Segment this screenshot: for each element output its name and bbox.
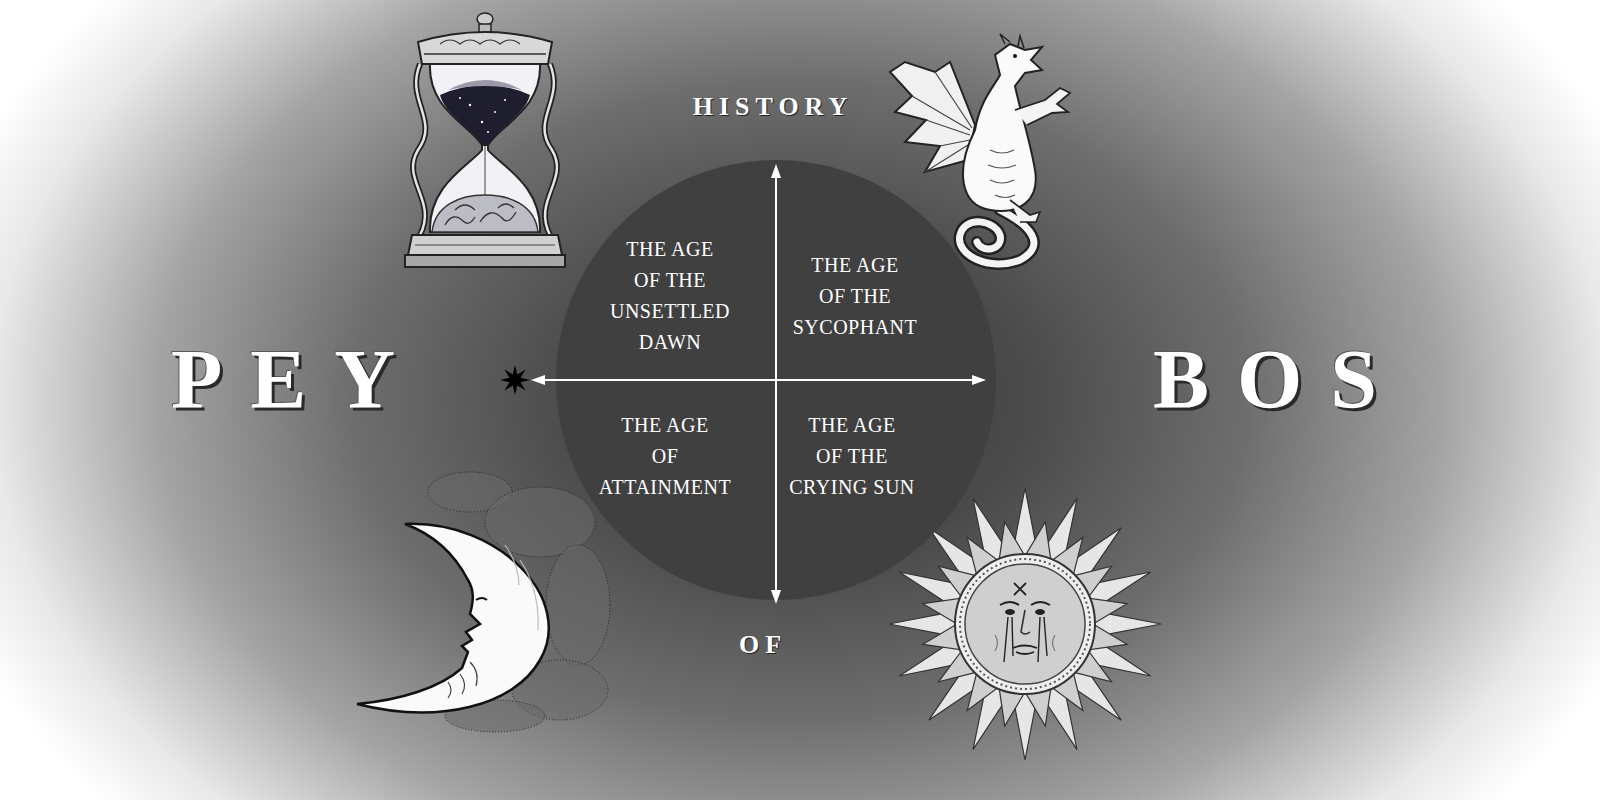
moon-illustration-part: [546, 545, 610, 665]
hourglass-illustration-part: [405, 255, 565, 267]
hourglass-illustration-part: [413, 64, 425, 235]
dragon-illustration-part: [912, 72, 972, 172]
age-label: THE AGE OF ATTAINMENT: [599, 410, 731, 503]
ages-circle: THE AGE OF THE UNSETTLED DAWNTHE AGE OF …: [556, 160, 996, 600]
hourglass-illustration-part: [504, 99, 506, 101]
hourglass-illustration-part: [487, 131, 489, 133]
arrowhead: [531, 375, 545, 385]
title-word: OF: [733, 630, 787, 660]
sun-illustration-part: [1013, 646, 1037, 655]
sun-rays: [923, 522, 1127, 726]
text-line: THE AGE: [599, 410, 731, 441]
hourglass-illustration-part: [481, 121, 483, 123]
moon-illustration-part: [476, 598, 487, 600]
hourglass-illustration-part: [430, 64, 540, 232]
sun-illustration-part: [995, 635, 1055, 651]
arrowhead: [771, 590, 781, 604]
dragon-illustration-part: [1015, 88, 1070, 125]
sun-illustration-part: [1000, 602, 1050, 605]
dragon-illustration-part: [963, 44, 1042, 211]
age-label: THE AGE OF THE CRYING SUN: [789, 410, 915, 503]
horizontal-axis: [539, 379, 978, 381]
sun-illustration-part: [1035, 609, 1045, 615]
hourglass-illustration-part: [440, 85, 530, 146]
hourglass-illustration-part: [424, 53, 546, 55]
sun-illustration-part: [960, 559, 1090, 689]
moon-illustration-part: [448, 662, 477, 698]
dragon-illustration-part: [988, 150, 1016, 198]
text-line: THE AGE: [789, 410, 915, 441]
side-word: BOS: [1125, 334, 1405, 426]
age-label: THE AGE OF THE UNSETTLED DAWN: [610, 234, 730, 358]
text-line: THE AGE: [610, 234, 730, 265]
hourglass-illustration-part: [494, 111, 496, 113]
sun-illustration-part: [955, 554, 1095, 694]
star-symbol: [500, 365, 530, 395]
text-line: SYCOPHANT: [793, 312, 918, 343]
text-line: OF THE: [610, 265, 730, 296]
text-line: OF THE: [793, 281, 918, 312]
dragon-illustration-part: [890, 62, 975, 172]
vertical-axis: [775, 172, 777, 596]
arrowhead: [972, 375, 986, 385]
dragon-illustration-part: [1000, 34, 1024, 48]
sun-illustration-part: [1004, 617, 1047, 662]
arrowhead: [771, 164, 781, 178]
hourglass-illustration-part: [545, 64, 557, 235]
moon-illustration-part: [357, 524, 549, 713]
hourglass-illustration: [405, 13, 565, 267]
hourglass-illustration-part: [408, 235, 562, 255]
sun-illustration-part: [1014, 583, 1026, 595]
moon-illustration: [357, 472, 610, 732]
hourglass-illustration-part: [477, 13, 493, 25]
hourglass-illustration-part: [545, 64, 557, 235]
dragon-illustration-part: [1013, 54, 1017, 58]
sun-illustration-part: [1021, 610, 1030, 634]
hourglass-illustration-part: [415, 245, 555, 246]
moon-illustration-part: [505, 545, 538, 630]
side-word: PEY: [143, 334, 423, 426]
text-line: DAWN: [610, 327, 730, 358]
hourglass-illustration-part: [485, 146, 486, 196]
dragon-illustration-part: [1010, 200, 1040, 222]
text-line: CRYING SUN: [789, 472, 915, 503]
hourglass-illustration-part: [413, 64, 425, 235]
text-line: THE AGE: [793, 250, 918, 281]
hourglass-illustration-part: [418, 32, 552, 64]
hourglass-illustration-part: [459, 97, 461, 99]
hourglass-illustration-part: [448, 80, 522, 90]
hourglass-illustration-part: [432, 195, 538, 232]
hourglass-illustration-part: [440, 40, 520, 44]
title-word: HISTORY: [687, 92, 854, 122]
hourglass-illustration-part: [469, 104, 471, 106]
text-line: UNSETTLED: [610, 296, 730, 327]
text-line: OF THE: [789, 441, 915, 472]
sun-illustration-part: [1005, 609, 1015, 615]
text-line: OF: [599, 441, 731, 472]
age-label: THE AGE OF THE SYCOPHANT: [793, 250, 918, 343]
sun-illustration-part: [965, 564, 1085, 684]
text-line: ATTAINMENT: [599, 472, 731, 503]
hourglass-illustration-part: [445, 204, 516, 225]
